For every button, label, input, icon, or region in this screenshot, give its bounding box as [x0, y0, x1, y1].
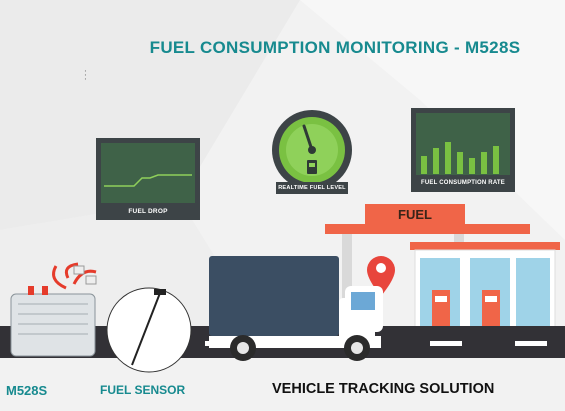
realtime-fuel-label: REALTIME FUEL LEVEL: [278, 185, 346, 191]
ellipsis-icon: ···: [84, 67, 87, 85]
fuel-sign: FUEL: [398, 207, 432, 222]
fuel-drop-line: [104, 174, 192, 187]
gauge-needle: [302, 124, 314, 152]
gas-station: [325, 204, 560, 329]
tracker-device: [10, 262, 97, 357]
road-dash: [515, 341, 547, 346]
consumption-rate-panel: [411, 108, 515, 192]
fuel-sensor: [106, 287, 192, 373]
fuel-drop-label: FUEL DROP: [128, 208, 168, 215]
truck: [209, 256, 383, 361]
road-dash: [430, 341, 462, 346]
fuel-drop-panel: [96, 138, 200, 220]
consumption-rate-label: FUEL CONSUMPTION RATE: [421, 180, 505, 186]
sensor-label: FUEL SENSOR: [100, 383, 186, 397]
solution-label: VEHICLE TRACKING SOLUTION: [272, 381, 495, 397]
gauge-icon: [272, 110, 352, 194]
page-title: FUEL CONSUMPTION MONITORING - M528S: [149, 38, 521, 57]
device-label: M528S: [6, 383, 48, 398]
